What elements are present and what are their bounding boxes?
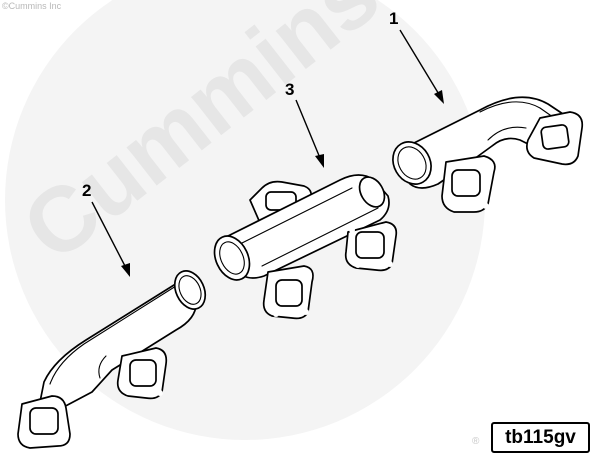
part-2-front-manifold: [17, 270, 207, 449]
callout-1-label: 1: [389, 9, 398, 28]
callout-3-arrowhead: [315, 154, 324, 168]
callout-3-label: 3: [285, 80, 294, 99]
reference-code-box: tb115gv: [491, 422, 590, 453]
callout-3: 3: [285, 80, 324, 168]
callout-1-arrowhead: [434, 90, 444, 104]
callout-3-leader: [295, 99, 321, 159]
callout-2-leader: [91, 201, 127, 269]
copyright-notice: ©Cummins Inc: [2, 1, 62, 11]
callout-1-leader: [399, 29, 441, 97]
callout-1: 1: [389, 9, 444, 104]
part-3-center-manifold: [213, 174, 398, 320]
part-1-rear-manifold: [392, 96, 584, 213]
registered-mark: ®: [472, 436, 480, 447]
reference-code: tb115gv: [505, 426, 576, 448]
callout-2-label: 2: [82, 181, 91, 200]
callout-2: 2: [82, 181, 130, 277]
callout-2-arrowhead: [121, 263, 130, 277]
